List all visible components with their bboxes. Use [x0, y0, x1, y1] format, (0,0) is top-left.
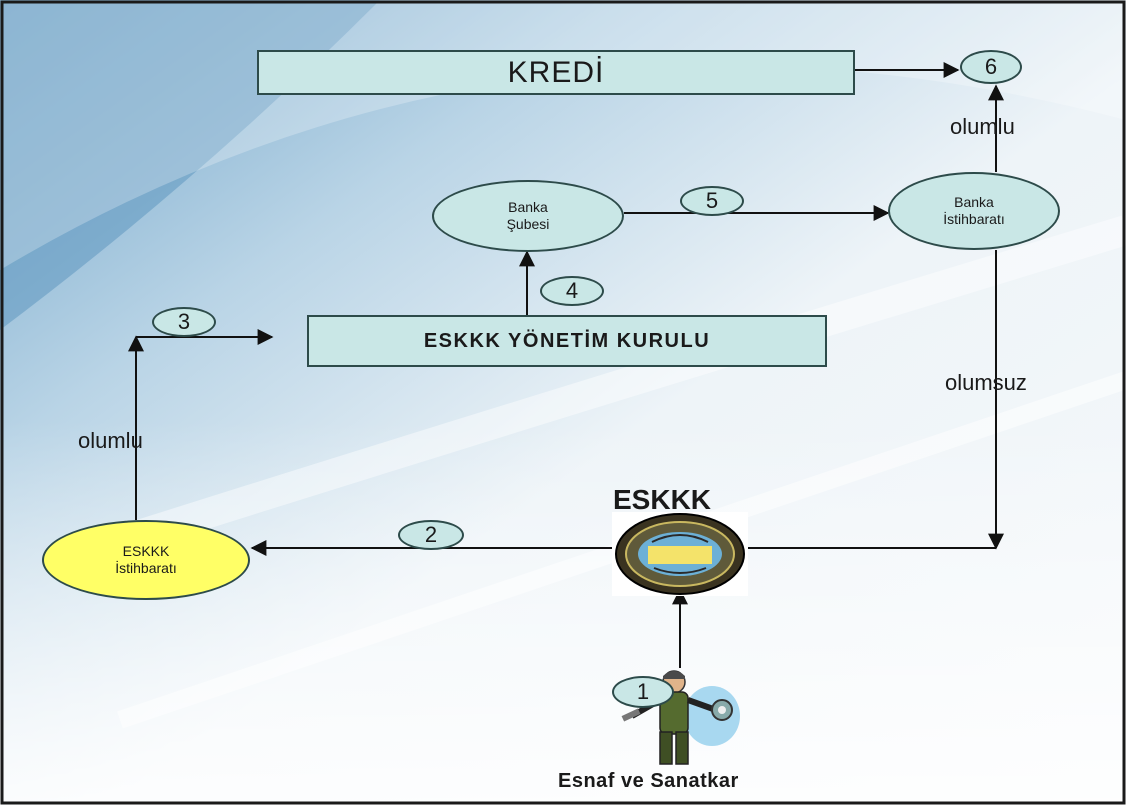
step-1-label: 1	[636, 679, 650, 704]
banka-istihbarati-node: Banka İstihbaratı	[888, 172, 1060, 250]
step-3-marker: 3	[152, 307, 216, 337]
banka-subesi-line2: Şubesi	[506, 216, 550, 232]
step-3-label: 3	[177, 309, 191, 334]
eskkk-istihbarati-line1: ESKKK	[122, 543, 170, 559]
kredi-label: KREDİ	[507, 55, 605, 89]
step-2-label: 2	[424, 522, 438, 547]
eskkk-istihbarati-line2: İstihbaratı	[115, 560, 177, 576]
esnaf-label: Esnaf ve Sanatkar	[558, 770, 739, 792]
banka-istihbarati-line1: Banka	[954, 194, 994, 210]
banka-subesi-node: Banka Şubesi	[432, 180, 624, 252]
eskkk-seal-icon	[612, 512, 748, 596]
step-5-label: 5	[705, 188, 719, 213]
step-4-label: 4	[565, 278, 579, 303]
olumlu-left-label: olumlu	[78, 428, 143, 453]
craftsman-with-wrench-icon	[612, 668, 748, 768]
banka-istihbarati-line2: İstihbaratı	[943, 211, 1005, 227]
banka-subesi-line1: Banka	[508, 199, 548, 215]
step-2-marker: 2	[398, 520, 464, 550]
step-6-marker: 6	[960, 50, 1022, 84]
kredi-box: KREDİ	[257, 50, 855, 95]
step-4-marker: 4	[540, 276, 604, 306]
yonetim-kurulu-label: ESKKK YÖNETİM KURULU	[423, 329, 711, 352]
step-5-marker: 5	[680, 186, 744, 216]
olumlu-right-label: olumlu	[950, 114, 1015, 139]
step-1-marker: 1	[612, 676, 674, 708]
olumsuz-label: olumsuz	[945, 370, 1027, 395]
yonetim-kurulu-box: ESKKK YÖNETİM KURULU	[307, 315, 827, 367]
step-6-label: 6	[984, 54, 998, 79]
eskkk-title: ESKKK	[613, 484, 712, 515]
eskkk-istihbarati-node: ESKKK İstihbaratı	[42, 520, 250, 600]
